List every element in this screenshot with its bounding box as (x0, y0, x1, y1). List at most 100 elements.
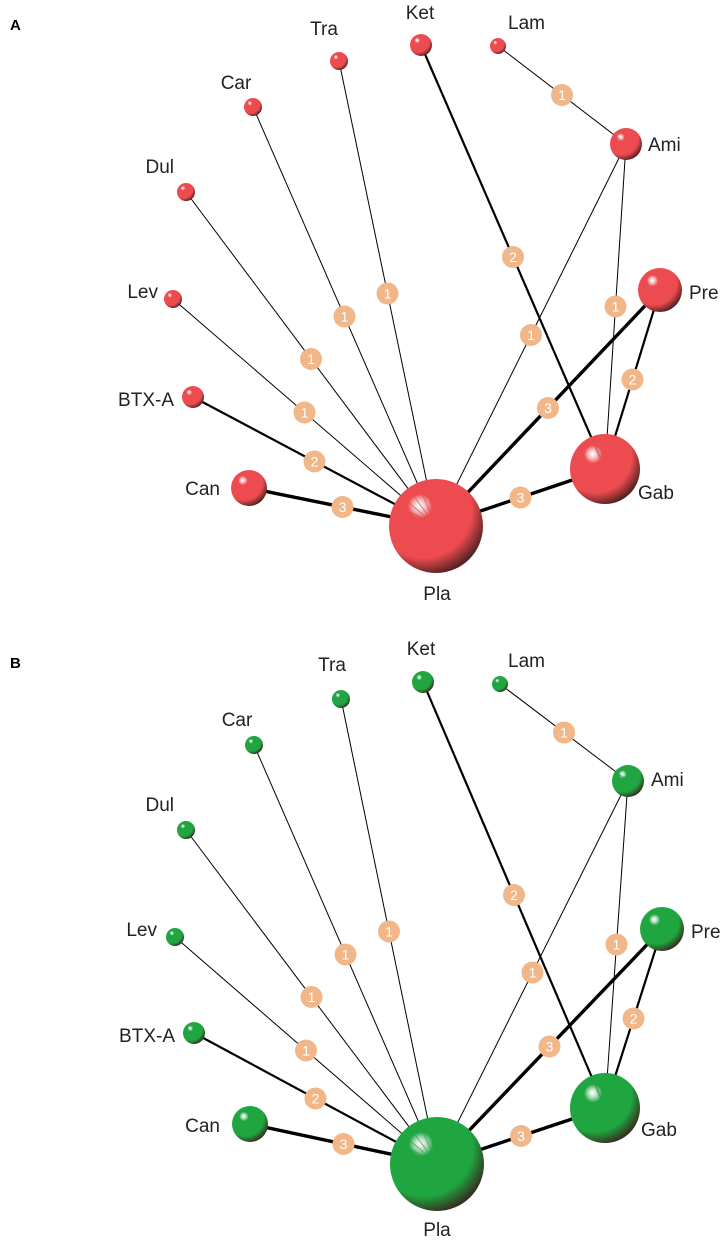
edge-count-label: 3 (546, 1039, 554, 1055)
edge-count-badge (537, 397, 559, 419)
edge-count-label: 1 (560, 725, 568, 741)
node-label-lam: Lam (508, 13, 545, 34)
node-label-pla: Pla (423, 584, 451, 605)
node-label-ami: Ami (651, 770, 684, 791)
edge-count-label: 3 (339, 499, 347, 515)
edge-count-badge (303, 450, 326, 473)
edge-count-badge (621, 368, 644, 391)
edge-count-badge (333, 305, 356, 328)
edge-count-label: 2 (311, 454, 319, 470)
edge-count-label: 2 (510, 887, 518, 903)
panel-a-label: A (10, 17, 21, 34)
panel-b-label: B (10, 655, 21, 672)
node-ami (610, 128, 642, 160)
edge-count-label: 1 (342, 947, 350, 963)
node-car (244, 98, 262, 116)
node-label-tra: Tra (318, 655, 346, 676)
node-label-btx-a: BTX-A (119, 1026, 175, 1047)
node-ket (410, 34, 432, 56)
edge-count-badge (510, 1125, 532, 1147)
edge-count-label: 2 (312, 1091, 320, 1107)
edge-count-badge (378, 920, 400, 943)
edge-count-badge (300, 986, 323, 1008)
edge-count-badge (503, 884, 525, 906)
edge-count-label: 1 (341, 309, 349, 325)
edge-count-label: 1 (301, 405, 309, 421)
node-pre (638, 268, 682, 312)
node-btx-a (182, 386, 204, 408)
node-btx-a (183, 1022, 205, 1044)
edge-count-label: 1 (384, 286, 392, 302)
edge-count-badge (502, 246, 524, 268)
node-label-tra: Tra (310, 19, 338, 40)
node-lam (492, 676, 508, 692)
node-label-pre: Pre (691, 922, 721, 943)
node-lam (490, 38, 506, 54)
node-tra (330, 52, 348, 70)
edge-count-label: 1 (385, 924, 393, 940)
edge-count-badge (300, 348, 322, 370)
node-label-dul: Dul (145, 795, 174, 816)
edge-count-label: 1 (527, 327, 535, 343)
edge-count-label: 1 (302, 1043, 310, 1059)
node-label-pre: Pre (689, 283, 719, 304)
edge-count-label: 3 (340, 1136, 348, 1152)
panel-b-network: B 3211111332112PlaCanBTX-ALevDulCarTraKe… (10, 639, 721, 1240)
edge-count-badge (295, 1039, 317, 1062)
node-label-lev: Lev (126, 920, 157, 941)
node-ami (612, 765, 644, 797)
node-dul (177, 821, 195, 839)
edge-count-badge (551, 84, 573, 106)
node-label-pla: Pla (423, 1220, 451, 1240)
edge-count-badge (538, 1035, 561, 1058)
node-lev (166, 928, 184, 946)
node-label-gab: Gab (638, 483, 674, 504)
edge-count-label: 1 (558, 87, 566, 103)
node-can (231, 470, 267, 506)
edge-count-label: 3 (517, 1128, 525, 1144)
edge-count-badge (334, 943, 357, 966)
edge-count-label: 1 (612, 299, 620, 315)
edge-count-badge (304, 1087, 327, 1110)
edge-count-badge (521, 961, 544, 984)
edge-count-badge (605, 933, 628, 956)
node-gab (570, 434, 640, 504)
node-can (232, 1106, 268, 1142)
node-ket (412, 671, 434, 693)
edge-count-label: 1 (613, 937, 621, 953)
edge-count-badge (332, 1133, 355, 1155)
edge-count-badge (331, 496, 354, 518)
edge-count-badge (622, 1007, 645, 1030)
edge-count-label: 2 (629, 372, 637, 388)
edge-count-label: 2 (509, 249, 517, 265)
node-label-dul: Dul (145, 157, 174, 178)
edge-count-label: 1 (308, 989, 316, 1005)
node-pla (389, 479, 483, 573)
edge-count-badge (553, 721, 575, 744)
node-label-car: Car (221, 73, 252, 94)
node-label-lev: Lev (127, 282, 158, 303)
edge-count-label: 1 (307, 351, 315, 367)
edge-count-label: 3 (517, 490, 525, 506)
node-dul (177, 183, 195, 201)
edge-count-badge (520, 324, 542, 346)
edge-count-badge (293, 401, 316, 424)
node-gab (570, 1073, 640, 1143)
edge-count-badges-a: 3 2 1 1 1 1 1 3 3 2 1 1 2 (293, 84, 644, 518)
node-pre (640, 907, 684, 951)
node-pla (390, 1117, 484, 1211)
node-tra (332, 690, 350, 708)
edge-count-label: 3 (544, 400, 552, 416)
node-car (245, 736, 263, 754)
edge-count-badge (509, 486, 532, 509)
node-label-can: Can (185, 1116, 220, 1137)
node-label-can: Can (185, 479, 220, 500)
node-label-lam: Lam (508, 651, 545, 672)
edge-count-badge (376, 282, 399, 305)
edge-count-label: 1 (529, 965, 537, 981)
node-label-ket: Ket (407, 639, 436, 660)
